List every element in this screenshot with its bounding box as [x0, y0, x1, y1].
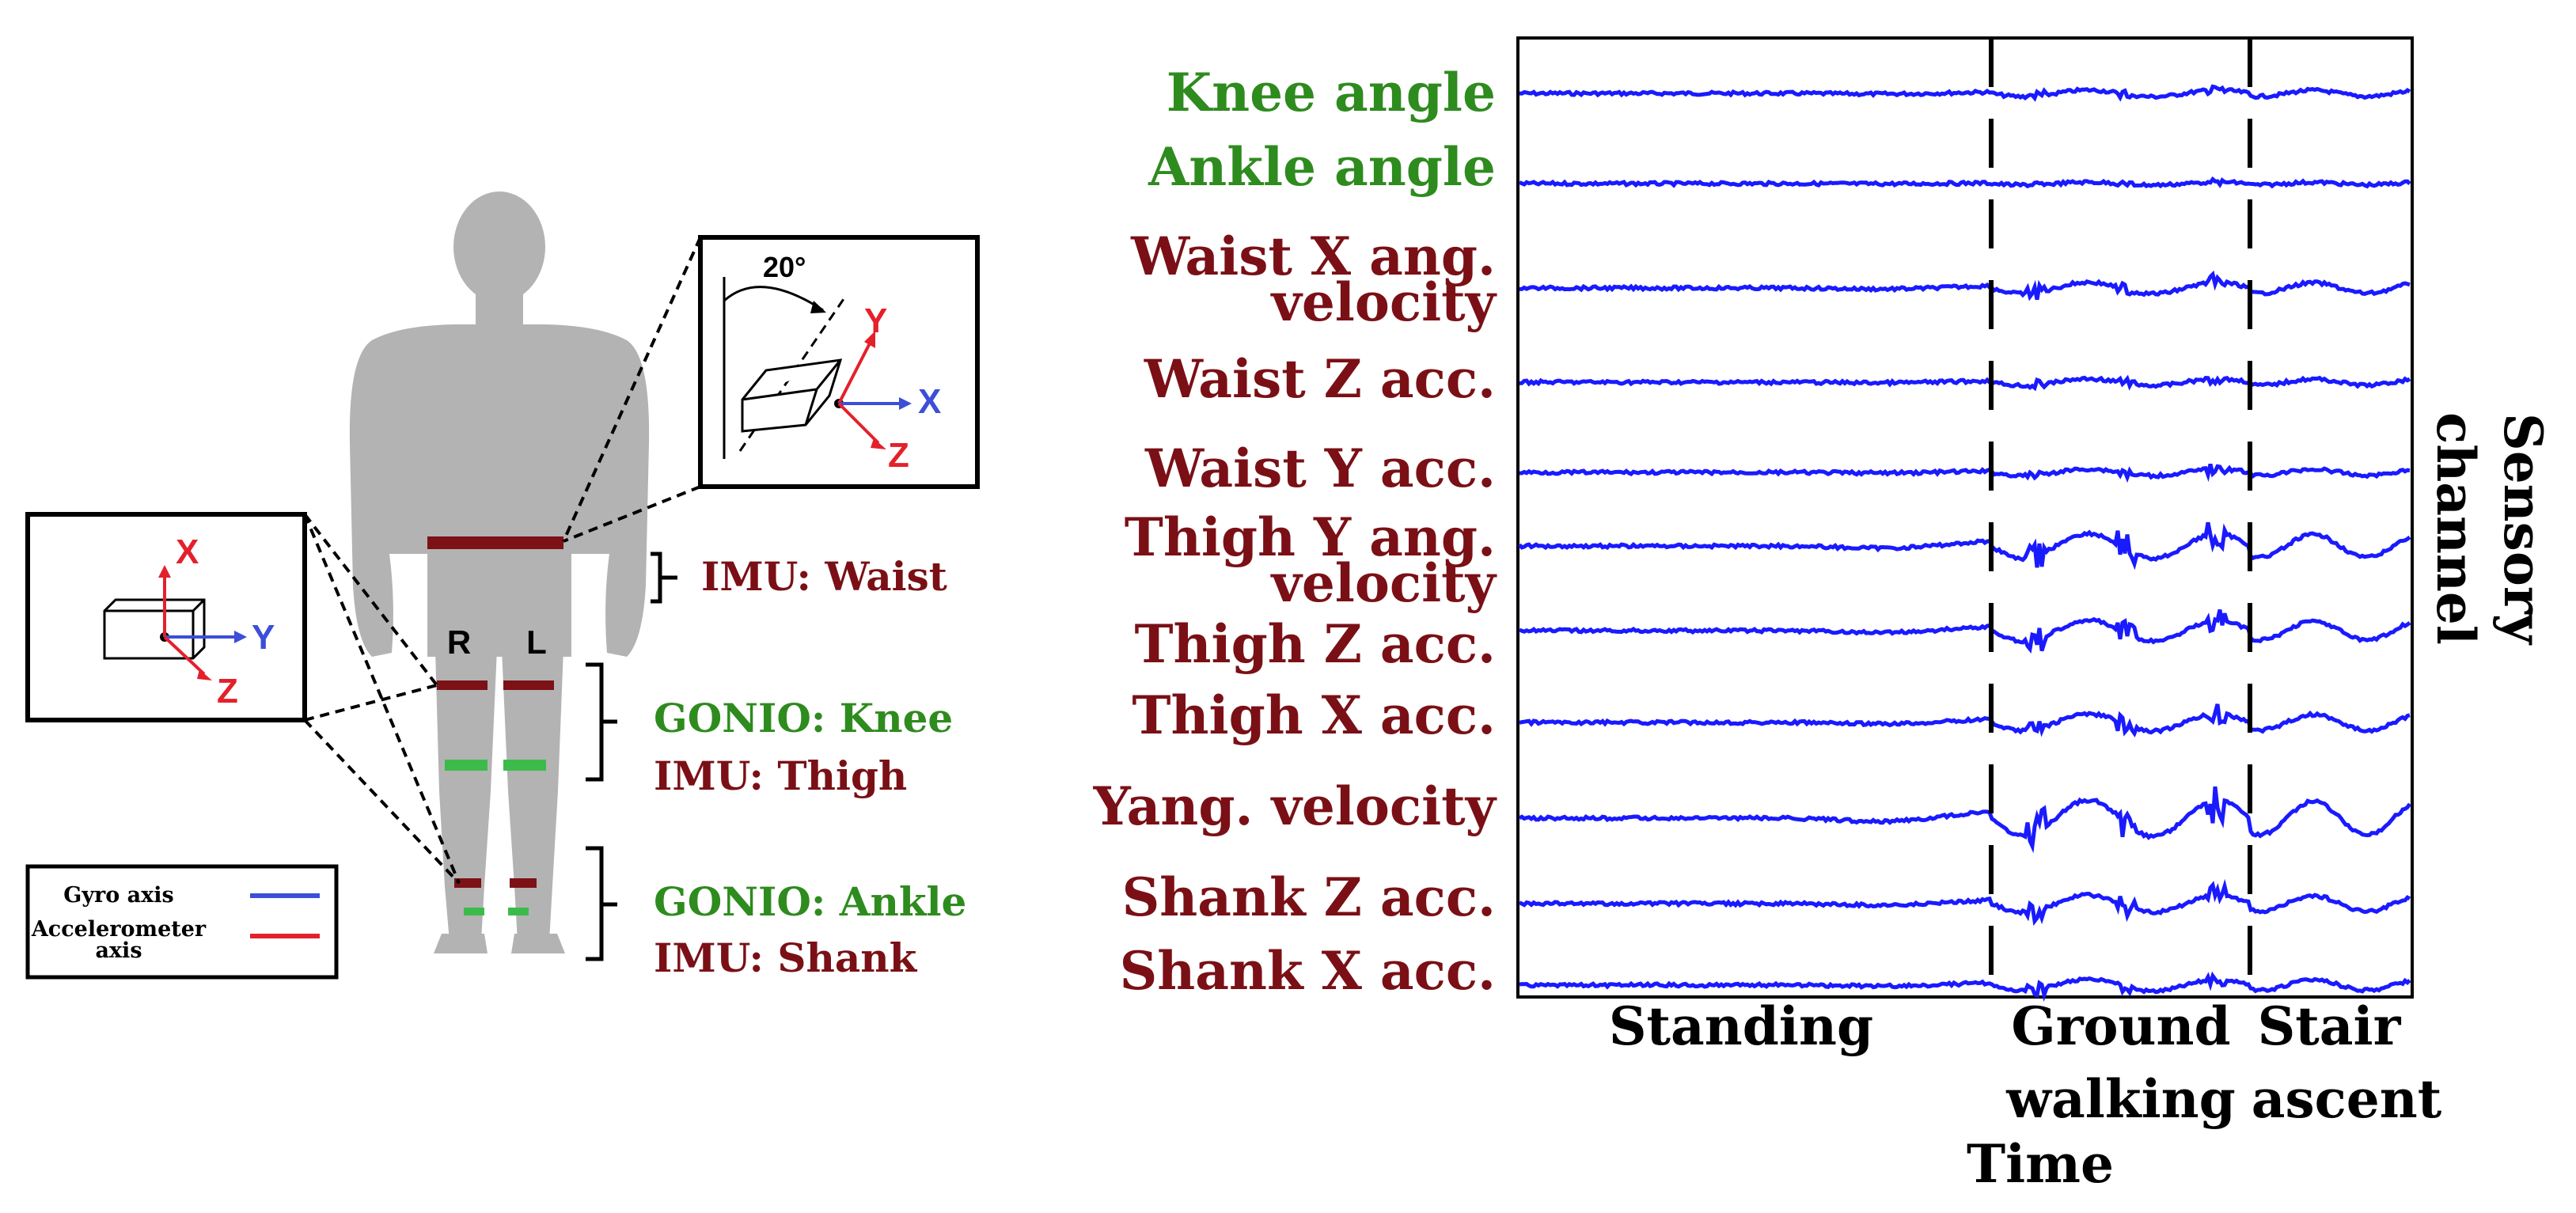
- signal-trace-3: [1519, 270, 2411, 301]
- ankle-gonio-band-left: [508, 908, 529, 915]
- knee-gonio-band-left: [503, 760, 546, 771]
- channel-label-7: Thigh Z acc.: [1134, 613, 1496, 675]
- phase-label-standing: Standing: [1609, 995, 1873, 1057]
- channel-label-8: Thigh X acc.: [1132, 684, 1496, 746]
- shank-band-right: [454, 878, 481, 888]
- inset-right-angle-label: 20°: [763, 251, 806, 283]
- signal-trace-10: [1518, 878, 2411, 927]
- shank-band-left: [510, 878, 537, 888]
- knee-gonio-label: GONIO: Knee: [654, 695, 953, 741]
- ankle-bracket: [586, 846, 617, 961]
- signal-trace-9: [1518, 786, 2412, 854]
- x-axis-title: Time: [1967, 1133, 2114, 1195]
- channel-label-11: Shank X acc.: [1120, 940, 1496, 1002]
- inset-right: [562, 235, 980, 543]
- channel-label-2: Ankle angle: [1148, 136, 1496, 198]
- legend: [25, 864, 339, 980]
- thigh-band-left: [503, 680, 554, 690]
- phase-label-walking-1: Ground: [2011, 995, 2230, 1057]
- signal-trace-1: [1519, 84, 2411, 102]
- inset-left-x-label: X: [176, 533, 199, 571]
- channel-label-6: Thigh Y ang.: [1125, 506, 1496, 568]
- waist-bracket: [651, 552, 677, 604]
- y-axis-title-1: Sensory: [2492, 413, 2554, 646]
- signal-trace-7: [1518, 609, 2411, 654]
- legend-accel-label-1: Accelerometer: [31, 917, 207, 942]
- channel-label-1: Knee angle: [1167, 62, 1496, 123]
- channel-label-10: Shank Z acc.: [1122, 866, 1496, 928]
- waist-imu-label: IMU: Waist: [701, 553, 947, 600]
- channel-label-3: Waist X ang.: [1130, 226, 1496, 287]
- chart-signal-layer: [1518, 84, 2412, 1003]
- body-silhouette: [349, 191, 650, 953]
- signal-trace-8: [1519, 703, 2411, 738]
- channel-label-9: Yang. velocity: [1093, 775, 1497, 837]
- channel-label-4: Waist Z acc.: [1144, 348, 1496, 410]
- legend-gyro-label: Gyro axis: [63, 883, 173, 908]
- inset-left-y-label: Y: [252, 618, 275, 657]
- inset-left-z-label: Z: [217, 672, 238, 711]
- signal-trace-6: [1518, 521, 2411, 570]
- inset-right-x-label: X: [918, 382, 941, 421]
- thigh-imu-label: IMU: Thigh: [654, 752, 907, 799]
- phase-label-stair-2: ascent: [2252, 1068, 2442, 1130]
- chart-frame: [1516, 36, 2414, 999]
- phase-label-walking-2: walking: [2005, 1068, 2236, 1130]
- y-axis-title-2: channel: [2425, 412, 2487, 645]
- channel-label-3-b: velocity: [1269, 271, 1497, 333]
- ankle-gonio-band-right: [464, 908, 484, 915]
- ankle-gonio-label: GONIO: Ankle: [654, 878, 966, 925]
- legend-accel-label-2: axis: [95, 938, 142, 963]
- left-leg-label: L: [526, 624, 547, 661]
- signal-trace-2: [1518, 176, 2411, 189]
- shank-imu-label: IMU: Shank: [654, 934, 918, 981]
- signal-trace-5: [1519, 463, 2411, 483]
- thigh-band-right: [437, 680, 488, 690]
- channel-label-5: Waist Y acc.: [1144, 438, 1496, 499]
- phase-label-stair-1: Stair: [2258, 995, 2402, 1057]
- right-leg-label: R: [447, 624, 471, 661]
- knee-gonio-band-right: [445, 760, 488, 771]
- signal-trace-11: [1519, 971, 2411, 1003]
- inset-left: [25, 512, 461, 885]
- signal-trace-4: [1519, 374, 2411, 392]
- waist-band: [427, 536, 563, 549]
- channel-label-6-b: velocity: [1269, 552, 1497, 614]
- inset-right-y-label: Y: [864, 301, 887, 340]
- inset-right-z-label: Z: [888, 436, 909, 475]
- knee-bracket: [586, 662, 617, 782]
